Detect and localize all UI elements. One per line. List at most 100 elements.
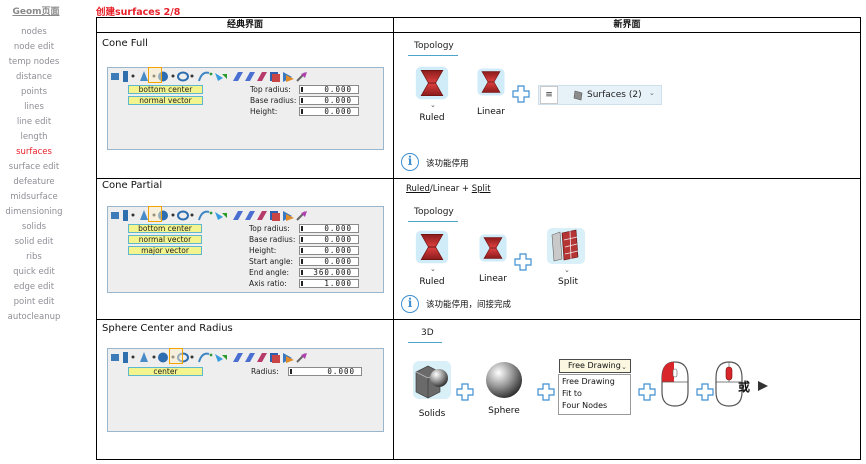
field-label: Top radius:	[249, 224, 290, 233]
field-label: End angle:	[249, 268, 289, 277]
toolbar-icons[interactable]	[110, 209, 350, 222]
chevron-down-icon[interactable]: ⌄	[430, 101, 436, 109]
header-classic: 经典界面	[226, 20, 263, 30]
center-button[interactable]: center	[128, 367, 203, 376]
sphere-icon[interactable]	[484, 360, 524, 400]
classic-dialog-sphere: center Radius: 0.000	[107, 348, 384, 432]
sidebar-item-temp-nodes[interactable]: temp nodes	[8, 57, 60, 67]
base-radius-field[interactable]: 0.000	[299, 235, 359, 244]
selected-tool-icon[interactable]	[148, 206, 162, 222]
sidebar-item-distance[interactable]: distance	[15, 72, 53, 82]
normal-vector-button[interactable]: normal vector	[128, 96, 203, 105]
sidebar-item-line-edit[interactable]: line edit	[16, 117, 52, 127]
field-label: Base radius:	[249, 235, 296, 244]
row-title-cone-partial: Cone Partial	[102, 180, 163, 191]
surface-icon	[573, 90, 583, 101]
formula-text: Ruled/Linear + Split	[406, 184, 491, 194]
field-label: Height:	[249, 246, 277, 255]
selected-tool-icon[interactable]	[148, 67, 162, 83]
ruled-label: Ruled	[419, 277, 445, 287]
toolbar-icons[interactable]	[110, 351, 350, 364]
field-label: Top radius:	[250, 85, 291, 94]
sidebar-item-defeature[interactable]: defeature	[13, 177, 55, 187]
radius-field[interactable]: 0.000	[288, 367, 362, 376]
split-icon[interactable]	[546, 227, 586, 265]
sidebar-item-node-edit[interactable]: node edit	[13, 42, 55, 52]
field-label: Base radius:	[250, 96, 297, 105]
field-label: Radius:	[251, 367, 279, 376]
info-icon: i	[401, 153, 419, 171]
chevron-down-icon[interactable]: ⌄	[564, 266, 570, 274]
plus-icon	[456, 383, 474, 401]
sphere-label: Sphere	[488, 406, 520, 416]
plus-icon	[638, 383, 656, 401]
row-title-cone-full: Cone Full	[102, 38, 148, 49]
free-drawing-dropdown[interactable]: Free Drawing ⌄	[559, 359, 631, 373]
normal-vector-button[interactable]: normal vector	[128, 235, 202, 244]
mouse-right-icon	[758, 381, 768, 391]
linear-icon[interactable]	[476, 67, 506, 97]
toolbar-icons[interactable]	[110, 70, 350, 83]
split-label: Split	[558, 277, 578, 287]
mouse-left-click-icon	[661, 361, 689, 407]
field-label: Axis ratio:	[249, 279, 287, 288]
bottom-center-button[interactable]: bottom center	[128, 224, 202, 233]
bottom-center-button[interactable]: bottom center	[128, 85, 203, 94]
comparison-table: 经典界面 新界面 Cone Full bottom center normal …	[96, 17, 861, 460]
top-radius-field[interactable]: 0.000	[299, 224, 359, 233]
menu-item-free-drawing[interactable]: Free Drawing	[562, 377, 615, 386]
start-angle-field[interactable]: 0.000	[299, 257, 359, 266]
surfaces-dropdown[interactable]: ≡ Surfaces (2) ⌄	[538, 85, 662, 105]
field-label: Start angle:	[249, 257, 294, 266]
height-field[interactable]: 0.000	[299, 107, 359, 116]
menu-icon[interactable]: ≡	[540, 86, 558, 104]
plus-icon	[512, 85, 530, 103]
tab-topology[interactable]: Topology	[414, 207, 454, 217]
sidebar-item-surface-edit[interactable]: surface edit	[8, 162, 60, 172]
solids-icon[interactable]	[412, 360, 452, 400]
sidebar-item-lines[interactable]: lines	[24, 102, 44, 112]
sidebar-item-midsurface[interactable]: midsurface	[10, 192, 58, 202]
chevron-down-icon[interactable]: ⌄	[649, 89, 655, 97]
free-drawing-menu: Free Drawing Fit to Four Nodes	[558, 374, 631, 415]
base-radius-field[interactable]: 0.000	[299, 96, 359, 105]
sidebar-item-autocleanup[interactable]: autocleanup	[7, 312, 61, 322]
sidebar-item-surfaces[interactable]: surfaces	[16, 147, 52, 157]
linear-icon[interactable]	[478, 233, 508, 263]
sidebar-item-edge-edit[interactable]: edge edit	[13, 282, 55, 292]
plus-icon	[514, 253, 532, 271]
page-title: 创建surfaces 2/8	[96, 7, 181, 18]
sidebar-item-solid-edit[interactable]: solid edit	[14, 237, 54, 247]
ruled-icon[interactable]	[414, 65, 450, 101]
header-new: 新界面	[613, 20, 641, 30]
major-vector-button[interactable]: major vector	[128, 246, 202, 255]
end-angle-field[interactable]: 360.000	[299, 268, 359, 277]
sidebar-item-length[interactable]: length	[20, 132, 48, 142]
sidebar-item-ribs[interactable]: ribs	[26, 252, 42, 262]
sidebar-item-nodes[interactable]: nodes	[21, 27, 47, 37]
top-radius-field[interactable]: 0.000	[299, 85, 359, 94]
info-icon: i	[401, 295, 419, 313]
tab-topology[interactable]: Topology	[414, 41, 454, 51]
sidebar: Geom页面 nodes node edit temp nodes distan…	[0, 0, 68, 464]
tab-3d[interactable]: 3D	[421, 328, 434, 338]
sidebar-item-quick-edit[interactable]: quick edit	[13, 267, 55, 277]
sidebar-item-dimensioning[interactable]: dimensioning	[5, 207, 63, 217]
classic-dialog-cone-partial: bottom center normal vector major vector…	[107, 206, 384, 293]
surfaces-label: Surfaces (2)	[587, 90, 642, 100]
sidebar-item-point-edit[interactable]: point edit	[13, 297, 55, 307]
sidebar-title[interactable]: Geom页面	[12, 7, 60, 17]
menu-item-fit-to[interactable]: Fit to	[562, 389, 582, 398]
sidebar-item-points[interactable]: points	[20, 87, 48, 97]
note-text: 该功能停用	[426, 159, 469, 169]
axis-ratio-field[interactable]: 1.000	[299, 279, 359, 288]
ruled-icon[interactable]	[414, 229, 450, 265]
ruled-label: Ruled	[419, 113, 445, 123]
menu-item-four-nodes[interactable]: Four Nodes	[562, 401, 608, 410]
plus-icon	[537, 383, 555, 401]
chevron-down-icon[interactable]: ⌄	[621, 363, 627, 371]
selected-tool-icon[interactable]	[169, 348, 183, 364]
sidebar-item-solids[interactable]: solids	[21, 222, 47, 232]
chevron-down-icon[interactable]: ⌄	[430, 265, 436, 273]
height-field[interactable]: 0.000	[299, 246, 359, 255]
